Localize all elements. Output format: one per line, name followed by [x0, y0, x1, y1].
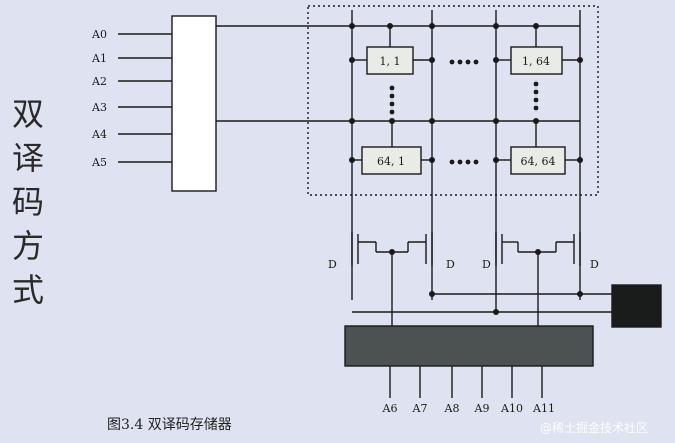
- cell-64-1-label: 64, 1: [377, 155, 405, 168]
- addr-label-a6: A6: [382, 402, 398, 415]
- addr-label-a8: A8: [444, 402, 460, 415]
- addr-label-a5: A5: [91, 156, 107, 169]
- cell-64-64: [510, 146, 566, 175]
- transistor-label-3: D: [482, 258, 491, 271]
- addr-label-a4: A4: [91, 128, 107, 141]
- side-title-char-1: 双: [11, 95, 44, 133]
- addr-label-a7: A7: [412, 402, 428, 415]
- cell-1-64-label: 1, 64: [522, 55, 550, 68]
- addr-label-a10: A10: [500, 402, 523, 415]
- side-title-char-3: 码: [11, 183, 44, 221]
- cell-64-1: [361, 146, 422, 175]
- x-decoder-box: [171, 15, 217, 192]
- side-title-char-4: 方: [11, 227, 44, 265]
- addr-label-a0: A0: [91, 28, 107, 41]
- cell-1-1: [366, 46, 414, 75]
- side-title-char-5: 式: [11, 271, 44, 309]
- transistor-label-2: D: [446, 258, 455, 271]
- memory-array-outline: [307, 5, 599, 196]
- watermark: @稀土掘金技术社区: [540, 421, 649, 435]
- addr-label-a11: A11: [532, 402, 555, 415]
- transistor-label-4: D: [590, 258, 599, 271]
- cell-64-64-label: 64, 64: [521, 155, 556, 168]
- addr-label-a3: A3: [91, 101, 107, 114]
- cell-1-64: [510, 46, 563, 75]
- cell-1-1-label: 1, 1: [380, 55, 401, 68]
- addr-label-a1: A1: [91, 52, 107, 65]
- output-block: [611, 284, 662, 328]
- side-title-char-2: 译: [11, 139, 44, 177]
- addr-label-a9: A9: [474, 402, 490, 415]
- transistor-label-1: D: [328, 258, 337, 271]
- figure-caption: 图3.4 双译码存储器: [107, 417, 232, 433]
- side-title: 双 译 码 方 式: [8, 92, 48, 312]
- addr-label-a2: A2: [91, 75, 107, 88]
- y-decoder-box: [344, 325, 594, 367]
